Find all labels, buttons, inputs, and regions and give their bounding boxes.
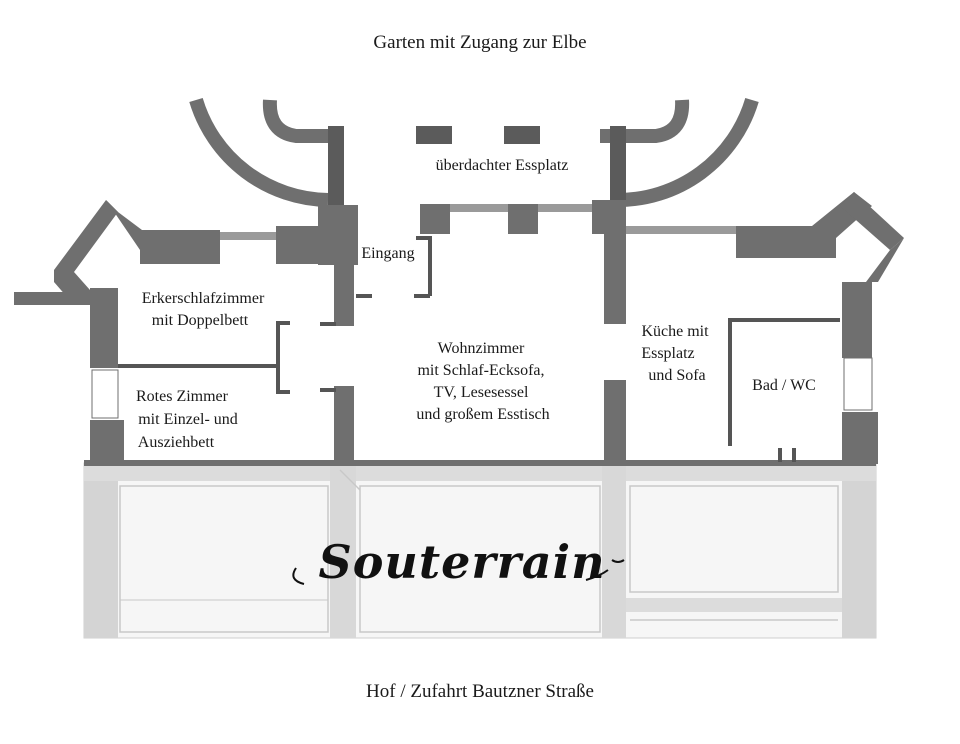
label-living-room: Wohnzimmer mit Schlaf-Ecksofa, TV, Leses…: [416, 340, 549, 423]
basement-walls: [14, 192, 904, 466]
top-caption: Garten mit Zugang zur Elbe: [373, 32, 586, 53]
label-bathroom: Bad / WC: [752, 377, 816, 394]
label-red-room-line3: Ausziehbett: [138, 434, 215, 451]
new-walls: [118, 236, 840, 462]
label-bedroom-bay-line2: mit Doppelbett: [152, 312, 249, 329]
label-red-room: Rotes Zimmer mit Einzel- und Ausziehbett: [136, 388, 242, 451]
terrace-arches: [189, 97, 759, 208]
window-markers: [91, 357, 873, 419]
label-terrace: überdachter Essplatz: [436, 157, 569, 174]
label-kitchen-line1: Küche mit: [641, 323, 709, 340]
label-entrance: Eingang: [361, 245, 414, 262]
label-living-room-line4: und großem Esstisch: [416, 406, 549, 423]
label-living-room-line1: Wohnzimmer: [438, 340, 525, 357]
bottom-caption: Hof / Zufahrt Bautzner Straße: [366, 681, 594, 702]
label-living-room-line3: TV, Lesesessel: [434, 384, 529, 401]
label-red-room-line1: Rotes Zimmer: [136, 388, 229, 405]
label-bedroom-bay: Erkerschlafzimmer mit Doppelbett: [142, 290, 269, 329]
label-kitchen-line3: und Sofa: [648, 367, 705, 384]
floor-label-text: Souterrain: [318, 535, 605, 589]
label-living-room-line2: mit Schlaf-Ecksofa,: [417, 362, 544, 379]
label-red-room-line2: mit Einzel- und: [138, 411, 238, 428]
floor-label-flourish: [292, 559, 625, 585]
label-kitchen-line2: Essplatz: [641, 345, 694, 362]
terrace-pillars: [328, 126, 626, 218]
upper-floor-outline: [83, 462, 877, 639]
label-bedroom-bay-line1: Erkerschlafzimmer: [142, 290, 265, 307]
floor-label: Souterrain: [292, 535, 625, 589]
label-kitchen: Küche mit Essplatz und Sofa: [641, 323, 712, 384]
